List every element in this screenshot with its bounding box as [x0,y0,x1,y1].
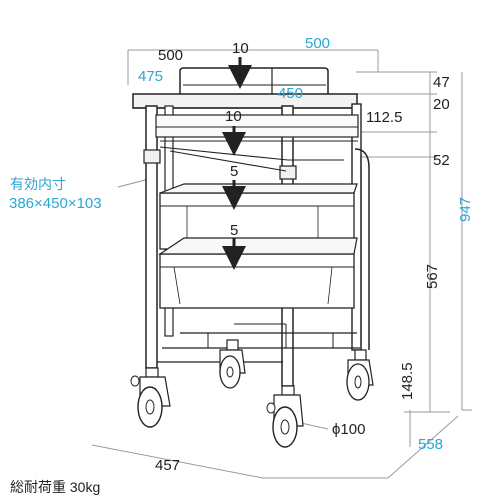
top-width-label: 500 [305,35,330,52]
rear-handle [354,148,370,350]
base-width-line [91,444,264,479]
top-drawer-housing [155,114,359,138]
caster-diameter-label: ϕ100 [332,421,365,438]
top-load-label: 10 [232,40,249,57]
board-thickness-label: 20 [433,96,450,113]
drawer-offset-label: 112.5 [366,109,402,126]
rear-right-caster [346,349,374,401]
front-left-caster [130,367,171,428]
bin-caption-label: 有効内寸 [10,176,66,192]
middle-shelf-side [169,150,287,172]
rail-height-label: 47 [433,74,450,91]
base-height-label: 148.5 [399,362,416,400]
base-depth-label: 558 [418,436,443,453]
lower-bin [158,237,358,309]
caster-callout-leader [300,422,329,430]
mid-height-label: 567 [424,264,441,289]
left-front-post [145,105,158,369]
post-collar [143,149,161,164]
upper-bin-load-label: 5 [230,163,238,180]
post-collar [279,165,297,180]
middle-load-label: 10 [225,108,242,125]
lower-bin-load-label: 5 [230,222,238,239]
inner-width-label: 450 [278,85,303,102]
middle-shelf-side [159,146,289,161]
inner-depth-label: 475 [138,68,163,85]
lower-offset-label: 52 [433,152,450,169]
base-depth-line [387,415,459,479]
base-width-label: 457 [155,457,180,474]
top-guard-rail [179,67,329,72]
top-depth-label: 500 [158,47,183,64]
load-capacity-label: 総耐荷重 30kg [10,479,100,495]
rear-left-caster [219,339,246,389]
bin-dimensions-label: 386×450×103 [9,195,102,212]
front-right-caster [266,385,304,448]
total-height-label: 947 [457,197,474,222]
